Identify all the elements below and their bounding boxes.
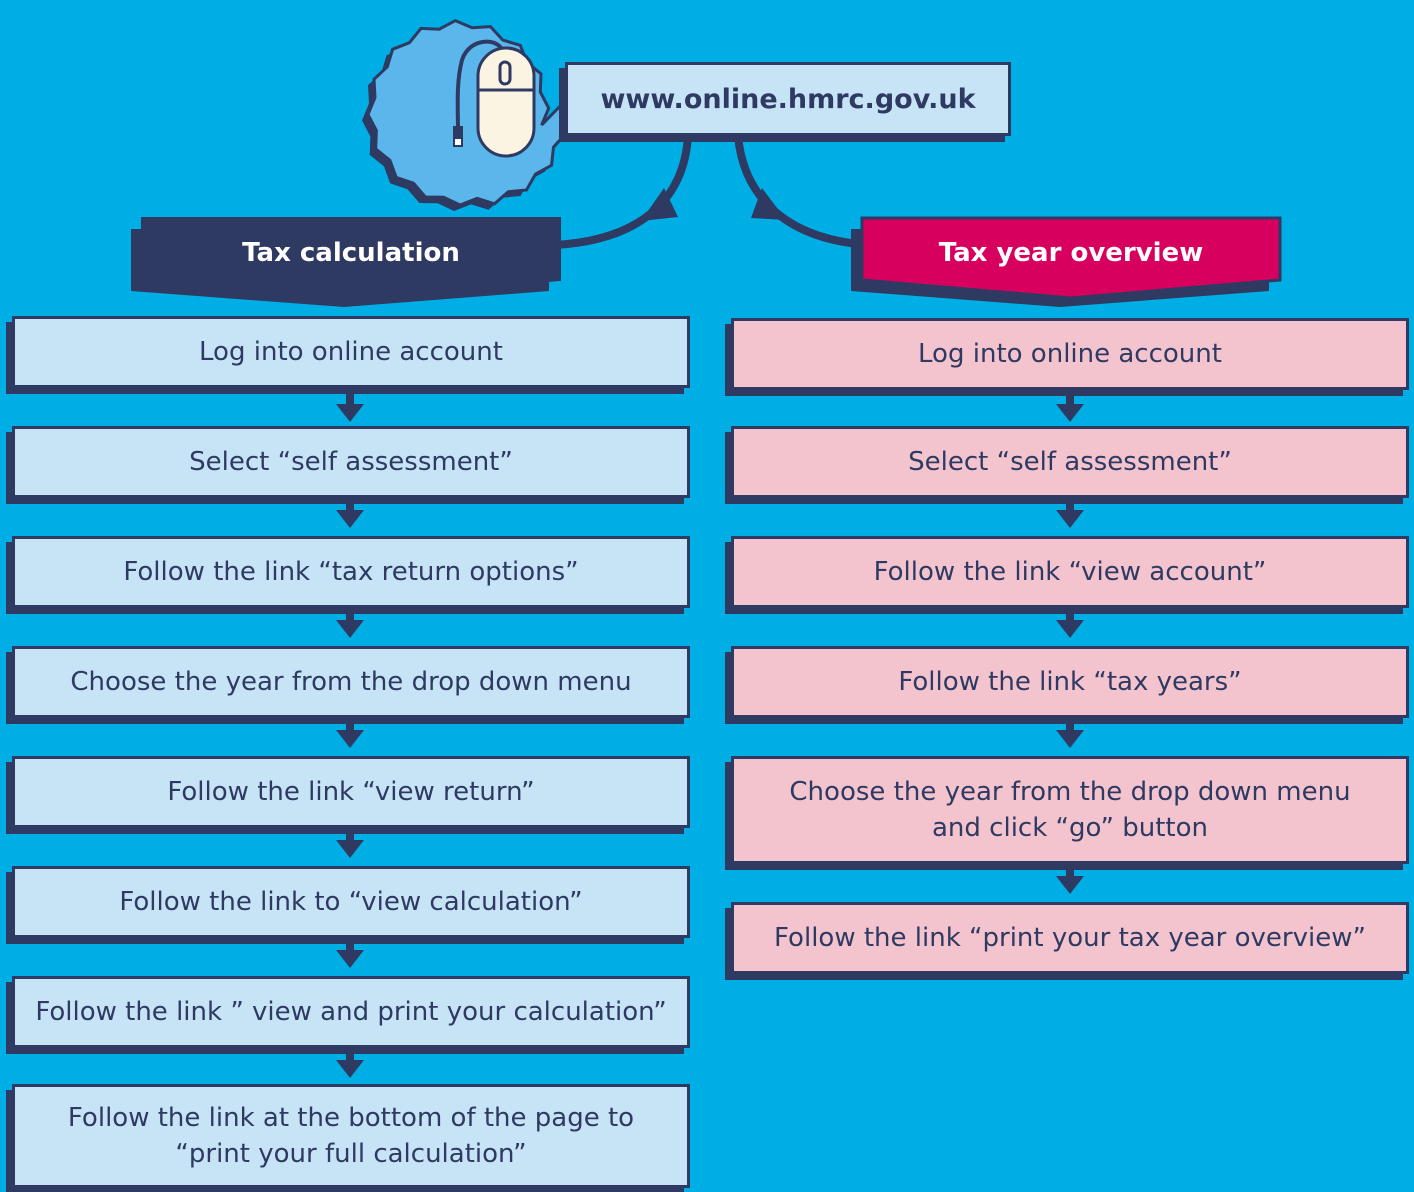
connector-left-curve	[554, 135, 692, 249]
connector-left-arrowhead	[641, 188, 678, 221]
tax-calculation-heading: Tax calculation	[242, 238, 460, 268]
banner-left-shape	[141, 217, 561, 300]
left-step-7: Follow the link ” view and print your ca…	[12, 976, 690, 1048]
right-step-4: Follow the link “tax years”	[731, 646, 1409, 718]
left-step-arrows	[336, 386, 364, 1078]
connector-right-curve	[734, 135, 871, 249]
connector-right-arrowhead	[751, 188, 786, 220]
right-step-5: Choose the year from the drop down menu …	[731, 756, 1409, 864]
left-step-2: Select “self assessment”	[12, 426, 690, 498]
url-box[interactable]: www.online.hmrc.gov.uk	[565, 62, 1011, 136]
left-step-6: Follow the link to “view calculation”	[12, 866, 690, 938]
left-step-5: Follow the link “view return”	[12, 756, 690, 828]
right-step-6: Follow the link “print your tax year ove…	[731, 902, 1409, 974]
right-step-3: Follow the link “view account”	[731, 536, 1409, 608]
banner-right-shape	[860, 216, 1282, 300]
mouse-icon	[362, 18, 569, 211]
left-step-1: Log into online account	[12, 316, 690, 388]
tax-year-overview-heading: Tax year overview	[938, 238, 1204, 268]
right-step-arrows	[1056, 388, 1084, 894]
left-step-8: Follow the link at the bottom of the pag…	[12, 1084, 690, 1188]
left-step-4: Choose the year from the drop down menu	[12, 646, 690, 718]
left-step-3: Follow the link “tax return options”	[12, 536, 690, 608]
right-step-2: Select “self assessment”	[731, 426, 1409, 498]
right-step-1: Log into online account	[731, 318, 1409, 390]
